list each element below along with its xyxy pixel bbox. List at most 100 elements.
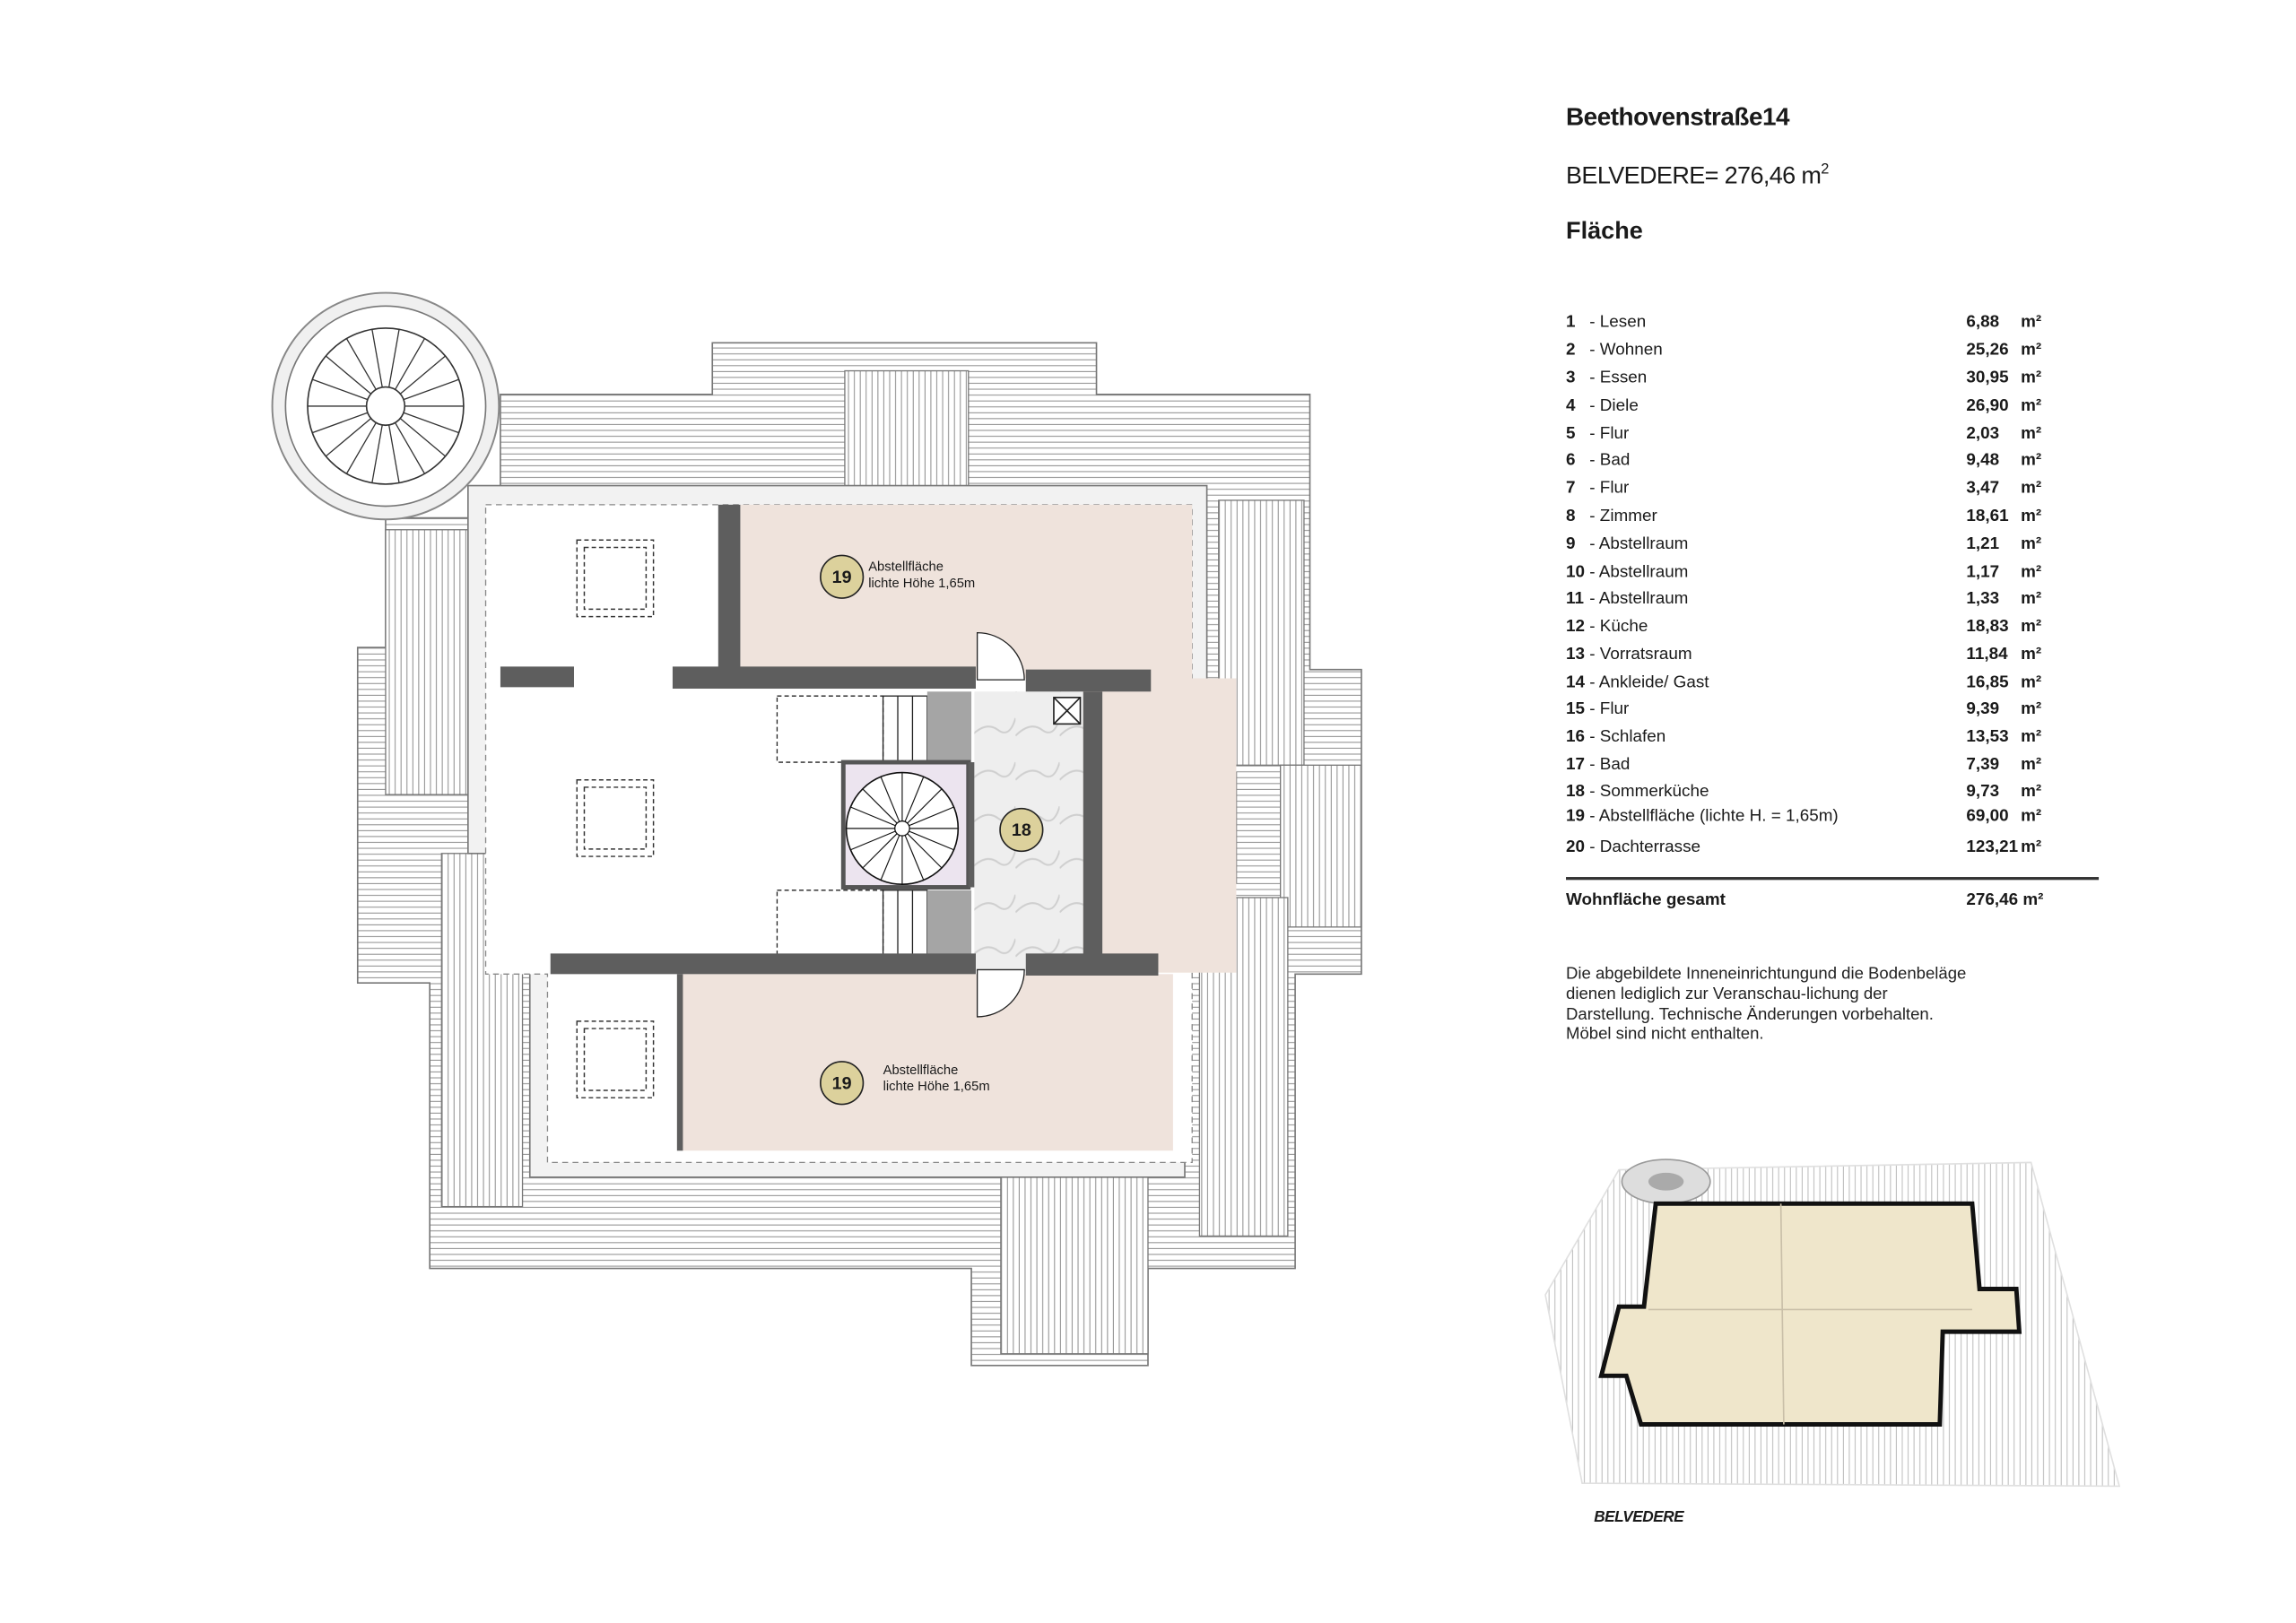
unit-area: BELVEDERE= 276,46 m2 — [1566, 162, 1829, 191]
spiral-staircase — [845, 771, 960, 886]
stair-step — [880, 777, 900, 822]
room-area: 13,53 — [1966, 728, 2009, 746]
room-unit: m² — [2021, 756, 2042, 775]
room-name: - Abstellraum — [1589, 563, 1689, 582]
room-unit: m² — [2021, 590, 2042, 608]
room-area: 6,88 — [1966, 313, 2000, 332]
disclaimer: Die abgebildete Inneneinrichtungund die … — [1566, 965, 1967, 1045]
stair-step — [388, 424, 400, 483]
room-area: 1,33 — [1966, 590, 2000, 608]
stair-step — [880, 835, 900, 881]
room-name: - Essen — [1589, 369, 1648, 387]
belvedere-logo: BELVEDERE — [1594, 1508, 1684, 1526]
room-name: - Vorratsraum — [1589, 646, 1692, 664]
room-area: 3,47 — [1966, 479, 2000, 498]
room-area: 7,39 — [1966, 756, 2000, 775]
room-unit: m² — [2021, 397, 2042, 415]
stair-step — [388, 329, 400, 388]
room-number: 20 — [1566, 838, 1586, 857]
room-row: 19- Abstellfläche (lichte H. = 1,65m)69,… — [1566, 808, 2066, 835]
room-badge: 19 — [820, 1061, 865, 1106]
stair-step — [311, 412, 369, 434]
room-unit: m² — [2021, 700, 2042, 718]
stair-step — [325, 355, 372, 395]
room-unit: m² — [2021, 369, 2042, 387]
room-number: 5 — [1566, 425, 1576, 443]
room-label-line: Abstellfläche — [868, 559, 944, 574]
room-number: 3 — [1566, 369, 1576, 387]
room-unit: m² — [2021, 807, 2042, 826]
room-area: 25,26 — [1966, 341, 2009, 360]
room-unit: m² — [2021, 479, 2042, 498]
stair-step — [399, 418, 446, 457]
room-unit: m² — [2021, 313, 2042, 332]
room-name: - Küche — [1589, 618, 1648, 636]
stair-step — [371, 424, 383, 483]
room-number: 9 — [1566, 535, 1576, 554]
total-area: 276,46 m² — [1966, 891, 2044, 910]
room-name: - Bad — [1589, 451, 1631, 470]
room-name: - Bad — [1589, 756, 1631, 775]
stair-step — [325, 418, 372, 457]
room-number: 19 — [1566, 807, 1586, 826]
room-area: 26,90 — [1966, 397, 2009, 415]
unit-area-text: BELVEDERE= 276,46 m — [1566, 162, 1822, 189]
room-unit: m² — [2021, 341, 2042, 360]
room-name: - Flur — [1589, 700, 1630, 718]
room-number: 18 — [1566, 783, 1586, 801]
skylights — [576, 539, 655, 1098]
room-name: - Zimmer — [1589, 508, 1657, 525]
room-name: - Sommerküche — [1589, 783, 1709, 801]
walls — [500, 504, 1159, 1151]
room-unit: m² — [2021, 563, 2042, 582]
stair-step — [862, 833, 898, 869]
room-number: 8 — [1566, 508, 1576, 525]
room-area: 11,84 — [1966, 646, 2008, 664]
unit-area-sup: 2 — [1821, 161, 1829, 178]
room-badge: 18 — [999, 807, 1044, 853]
stair-step — [850, 830, 896, 851]
total-row: Wohnfläche gesamt 276,46 m² — [1566, 891, 2066, 918]
stair-step — [909, 830, 954, 851]
room-number: 16 — [1566, 728, 1586, 746]
room-number: 1 — [1566, 313, 1576, 332]
room-name: - Dachterrasse — [1589, 838, 1701, 857]
stair-step — [904, 835, 925, 881]
room-unit: m² — [2021, 646, 2042, 664]
stair-step — [862, 788, 898, 824]
stair-step — [345, 338, 377, 390]
room-name: - Schlafen — [1589, 728, 1666, 746]
room-area: 1,21 — [1966, 535, 2000, 554]
divider — [1566, 877, 2100, 880]
stair-step — [311, 378, 369, 401]
room-area: 16,85 — [1966, 673, 2009, 692]
room-area: 69,00 — [1966, 807, 2009, 826]
stair-step — [907, 833, 943, 869]
stair-step — [403, 412, 459, 434]
room-area: 18,61 — [1966, 508, 2009, 525]
address-title: Beethovenstraße14 — [1566, 102, 1790, 132]
stair-step — [403, 378, 459, 401]
round-tower — [271, 291, 500, 521]
room-area: 9,73 — [1966, 783, 2000, 801]
room-area: 2,03 — [1966, 425, 2000, 443]
room-unit: m² — [2021, 728, 2042, 746]
stair-step — [345, 422, 377, 474]
room-area: 1,17 — [1966, 563, 2000, 582]
room-number: 11 — [1566, 590, 1584, 608]
room-name: - Flur — [1589, 479, 1630, 498]
room-number: 14 — [1566, 673, 1586, 692]
room-label-line: lichte Höhe 1,65m — [868, 575, 976, 591]
